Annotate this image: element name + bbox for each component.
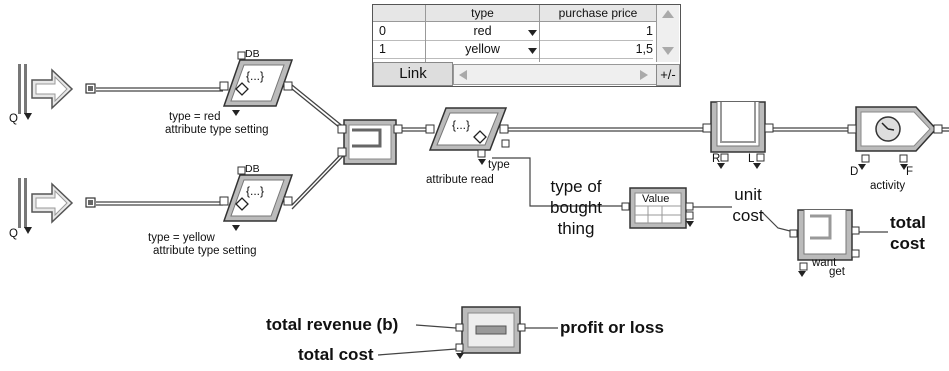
- f-port-label: F: [906, 166, 914, 178]
- generator-top: [18, 64, 96, 120]
- combine-block: [337, 119, 403, 165]
- profit-or-loss-annotation: profit or loss: [560, 318, 664, 337]
- l-port-label: L: [748, 153, 755, 165]
- activity-label: activity: [870, 180, 906, 192]
- braces-bottom: {...}: [246, 184, 265, 198]
- r-port-label: R: [712, 153, 721, 165]
- db-label-top: DB: [245, 48, 260, 60]
- attribute-setting-top-label: attribute type setting: [165, 124, 269, 136]
- cost-holding-block: [789, 209, 860, 277]
- table-header-index: [373, 5, 425, 22]
- queue-block: [702, 101, 774, 169]
- attribute-read-label: attribute read: [426, 174, 494, 186]
- scroll-left-icon[interactable]: [459, 70, 467, 80]
- table-header-price[interactable]: purchase price: [540, 5, 656, 22]
- attribute-setting-bottom-label: attribute type setting: [153, 245, 257, 257]
- braces-top: {...}: [246, 69, 265, 83]
- type-yellow-label: type = yellow: [148, 232, 215, 244]
- row0-price[interactable]: 1: [540, 23, 653, 41]
- row1-index: 1: [373, 41, 425, 59]
- want-port-label: want: [812, 257, 837, 269]
- set-attribute-block-bottom: [219, 166, 294, 231]
- braces-middle: {...}: [452, 118, 471, 132]
- get-port-label: get: [829, 266, 845, 278]
- connection-lines: [96, 84, 949, 356]
- row0-type[interactable]: red: [426, 23, 539, 41]
- scroll-down-icon[interactable]: [662, 47, 674, 55]
- db-label-bottom: DB: [245, 163, 260, 175]
- row1-type[interactable]: yellow: [426, 41, 539, 59]
- type-port-label: type: [488, 159, 510, 171]
- total-cost-bottom-annotation: total cost: [298, 345, 374, 364]
- row1-dropdown-icon[interactable]: [528, 48, 537, 54]
- generator-bottom: [18, 178, 96, 234]
- total-cost-right-annotation: total cost: [890, 213, 926, 253]
- type-red-label: type = red: [169, 111, 221, 123]
- row0-dropdown-icon[interactable]: [528, 30, 537, 36]
- q-port-bottom: Q: [9, 228, 18, 240]
- table-header-type[interactable]: type: [426, 5, 539, 22]
- get-attribute-block: [425, 107, 510, 165]
- row0-index: 0: [373, 23, 425, 41]
- total-revenue-annotation: total revenue (b): [266, 315, 399, 334]
- price-table[interactable]: type purchase price 0 red 1 1 yellow 1,5…: [372, 4, 681, 87]
- unit-cost-annotation: unit cost: [732, 185, 764, 225]
- link-button[interactable]: Link: [373, 62, 453, 86]
- horizontal-scrollbar[interactable]: [453, 64, 658, 85]
- set-attribute-block-top: [219, 51, 294, 116]
- resize-toggle-button[interactable]: +/-: [656, 64, 680, 86]
- type-of-bought-thing-annotation: type of bought thing: [550, 177, 602, 238]
- subtract-block: [455, 306, 526, 359]
- value-block: [621, 187, 694, 229]
- scroll-right-icon[interactable]: [640, 70, 648, 80]
- d-port-label: D: [850, 166, 859, 178]
- value-block-label: Value: [642, 193, 670, 205]
- activity-block: [847, 106, 943, 170]
- scroll-up-icon[interactable]: [662, 10, 674, 18]
- vertical-scrollbar[interactable]: [656, 5, 679, 62]
- row1-price[interactable]: 1,5: [540, 41, 653, 59]
- q-port-top: Q: [9, 113, 18, 125]
